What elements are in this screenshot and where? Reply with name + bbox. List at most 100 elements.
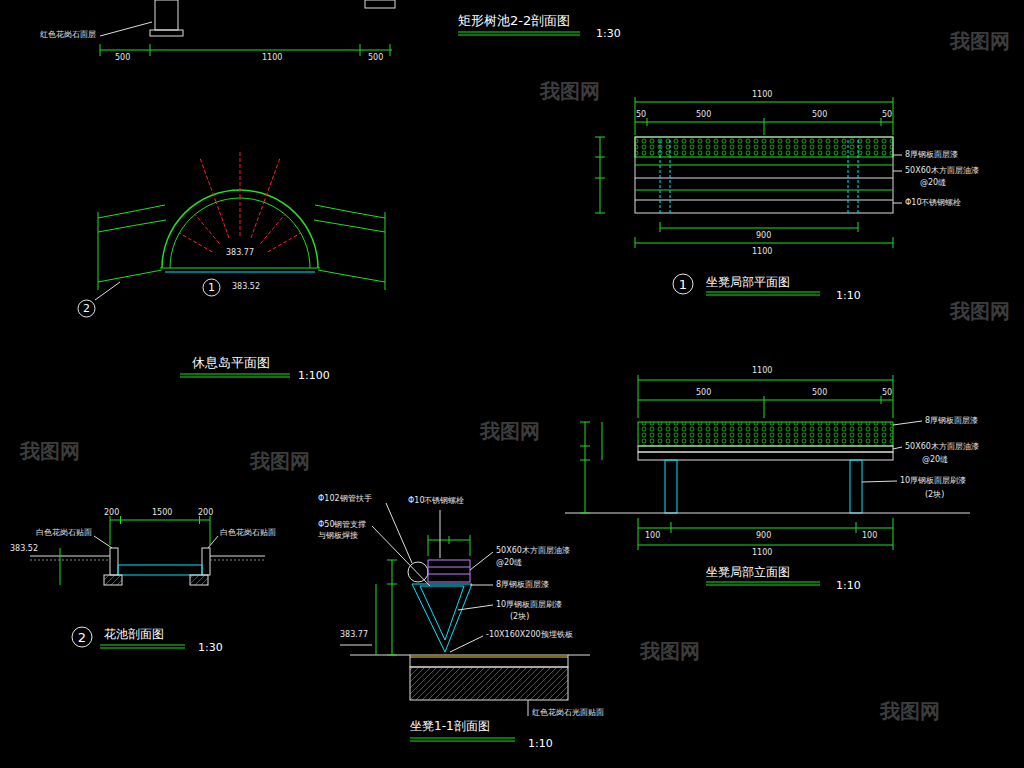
outline-rect xyxy=(104,575,122,585)
annotation-text: 1500 xyxy=(152,508,172,517)
annotation-text: 500 xyxy=(368,53,383,62)
leader-line xyxy=(240,198,241,236)
outline-rect xyxy=(428,560,470,582)
leader-line xyxy=(268,233,301,252)
leader-line xyxy=(635,243,893,244)
annotation-text: 500 xyxy=(115,53,130,62)
leader-line xyxy=(100,50,392,51)
annotation-text: Φ10不锈钢螺栓 xyxy=(408,496,464,505)
leader-line xyxy=(428,574,470,575)
leader-line xyxy=(764,118,765,135)
drawing-group xyxy=(595,97,893,248)
leader-line xyxy=(216,202,229,238)
leader-line xyxy=(706,295,820,296)
outline-rect xyxy=(365,0,395,8)
annotation-text: @20缝 xyxy=(920,178,946,187)
leader-line xyxy=(638,400,893,401)
leader-line xyxy=(360,44,361,56)
callout-circle: 2 xyxy=(71,626,93,648)
leader-line xyxy=(110,520,210,521)
annotation-text: -10X160X200预埋铁板 xyxy=(486,630,573,639)
outline-rect xyxy=(850,460,862,513)
drawing-title: 1:30 xyxy=(596,28,621,41)
leader-line xyxy=(410,741,515,742)
drawing-title: 矩形树池2-2剖面图 xyxy=(458,14,570,29)
leader-line xyxy=(893,447,902,449)
leader-line xyxy=(565,513,970,514)
annotation-text: 50X60木方面层油漆 xyxy=(905,166,979,175)
watermark-text: 我图网 xyxy=(640,640,700,663)
leader-line xyxy=(862,481,897,482)
leader-line xyxy=(647,118,648,126)
outline-shape xyxy=(420,586,464,640)
outline-path xyxy=(98,205,165,218)
outline-rect xyxy=(118,565,202,575)
leader-line xyxy=(100,645,185,646)
annotation-text: 500 xyxy=(812,388,827,397)
annotation-text: 200 xyxy=(104,508,119,517)
outline-rect xyxy=(150,30,183,36)
watermark-text: 我图网 xyxy=(20,440,80,463)
outline-path xyxy=(170,198,310,268)
leader-line xyxy=(635,102,893,103)
leader-line xyxy=(30,556,110,557)
leader-line xyxy=(568,655,590,656)
leader-line xyxy=(180,377,290,378)
callout-circle: 1 xyxy=(672,273,694,295)
leader-line xyxy=(458,32,580,33)
drawing-group xyxy=(179,150,300,252)
watermark-text: 我图网 xyxy=(250,450,310,473)
leader-line xyxy=(638,375,639,418)
annotation-text: 500 xyxy=(812,110,827,119)
drawing-group xyxy=(100,0,580,56)
callout-ring xyxy=(203,279,220,296)
annotation-text: 50X60木方面层油漆 xyxy=(496,546,570,555)
annotation-text: 500 xyxy=(696,388,711,397)
leader-line xyxy=(893,171,902,172)
leader-line xyxy=(470,552,493,570)
leader-line xyxy=(100,44,101,56)
annotation-text: Φ102钢管扶手 xyxy=(318,494,372,503)
leader-line xyxy=(585,422,586,513)
annotation-text: 8厚钢板面层漆 xyxy=(496,580,549,589)
leader-line xyxy=(858,222,859,232)
leader-line xyxy=(893,375,894,418)
leader-line xyxy=(410,657,568,658)
leader-line xyxy=(856,522,857,533)
leader-line xyxy=(893,518,894,550)
drawing-title: 坐凳局部平面图 xyxy=(706,276,790,290)
annotation-text: 900 xyxy=(756,531,771,540)
leader-line xyxy=(595,137,605,138)
outline-rect xyxy=(190,575,208,585)
watermark-text: 我图网 xyxy=(950,30,1010,53)
watermark-text: 我图网 xyxy=(880,700,940,723)
outline-path xyxy=(314,220,385,232)
outline-path xyxy=(30,560,265,561)
leader-line xyxy=(638,528,893,529)
watermark-text: 我图网 xyxy=(540,80,600,103)
callout-ring xyxy=(78,300,95,317)
outline-rect xyxy=(410,655,568,667)
leader-line xyxy=(580,513,590,514)
outline-path xyxy=(98,220,166,232)
leader-line xyxy=(264,158,280,202)
outline-rect xyxy=(635,137,893,157)
leader-line xyxy=(671,522,672,533)
annotation-text: 200 xyxy=(198,508,213,517)
leader-line xyxy=(670,140,671,213)
leader-line xyxy=(470,535,471,556)
drawing-title: 花池剖面图 xyxy=(104,628,164,642)
leader-line xyxy=(858,140,859,213)
drawing-group xyxy=(340,503,528,716)
annotation-text: 8厚钢板面层漆 xyxy=(925,416,978,425)
leader-line xyxy=(100,648,185,649)
leader-line xyxy=(261,214,285,243)
drawing-title: 坐凳局部立面图 xyxy=(706,566,790,580)
annotation-text: 红色花岗石面层 xyxy=(40,30,96,39)
drawing-group xyxy=(595,97,902,295)
annotation-text: Φ10不锈钢螺栓 xyxy=(905,198,961,207)
outline-rect xyxy=(202,548,210,575)
watermark-text: 我图网 xyxy=(480,420,540,443)
